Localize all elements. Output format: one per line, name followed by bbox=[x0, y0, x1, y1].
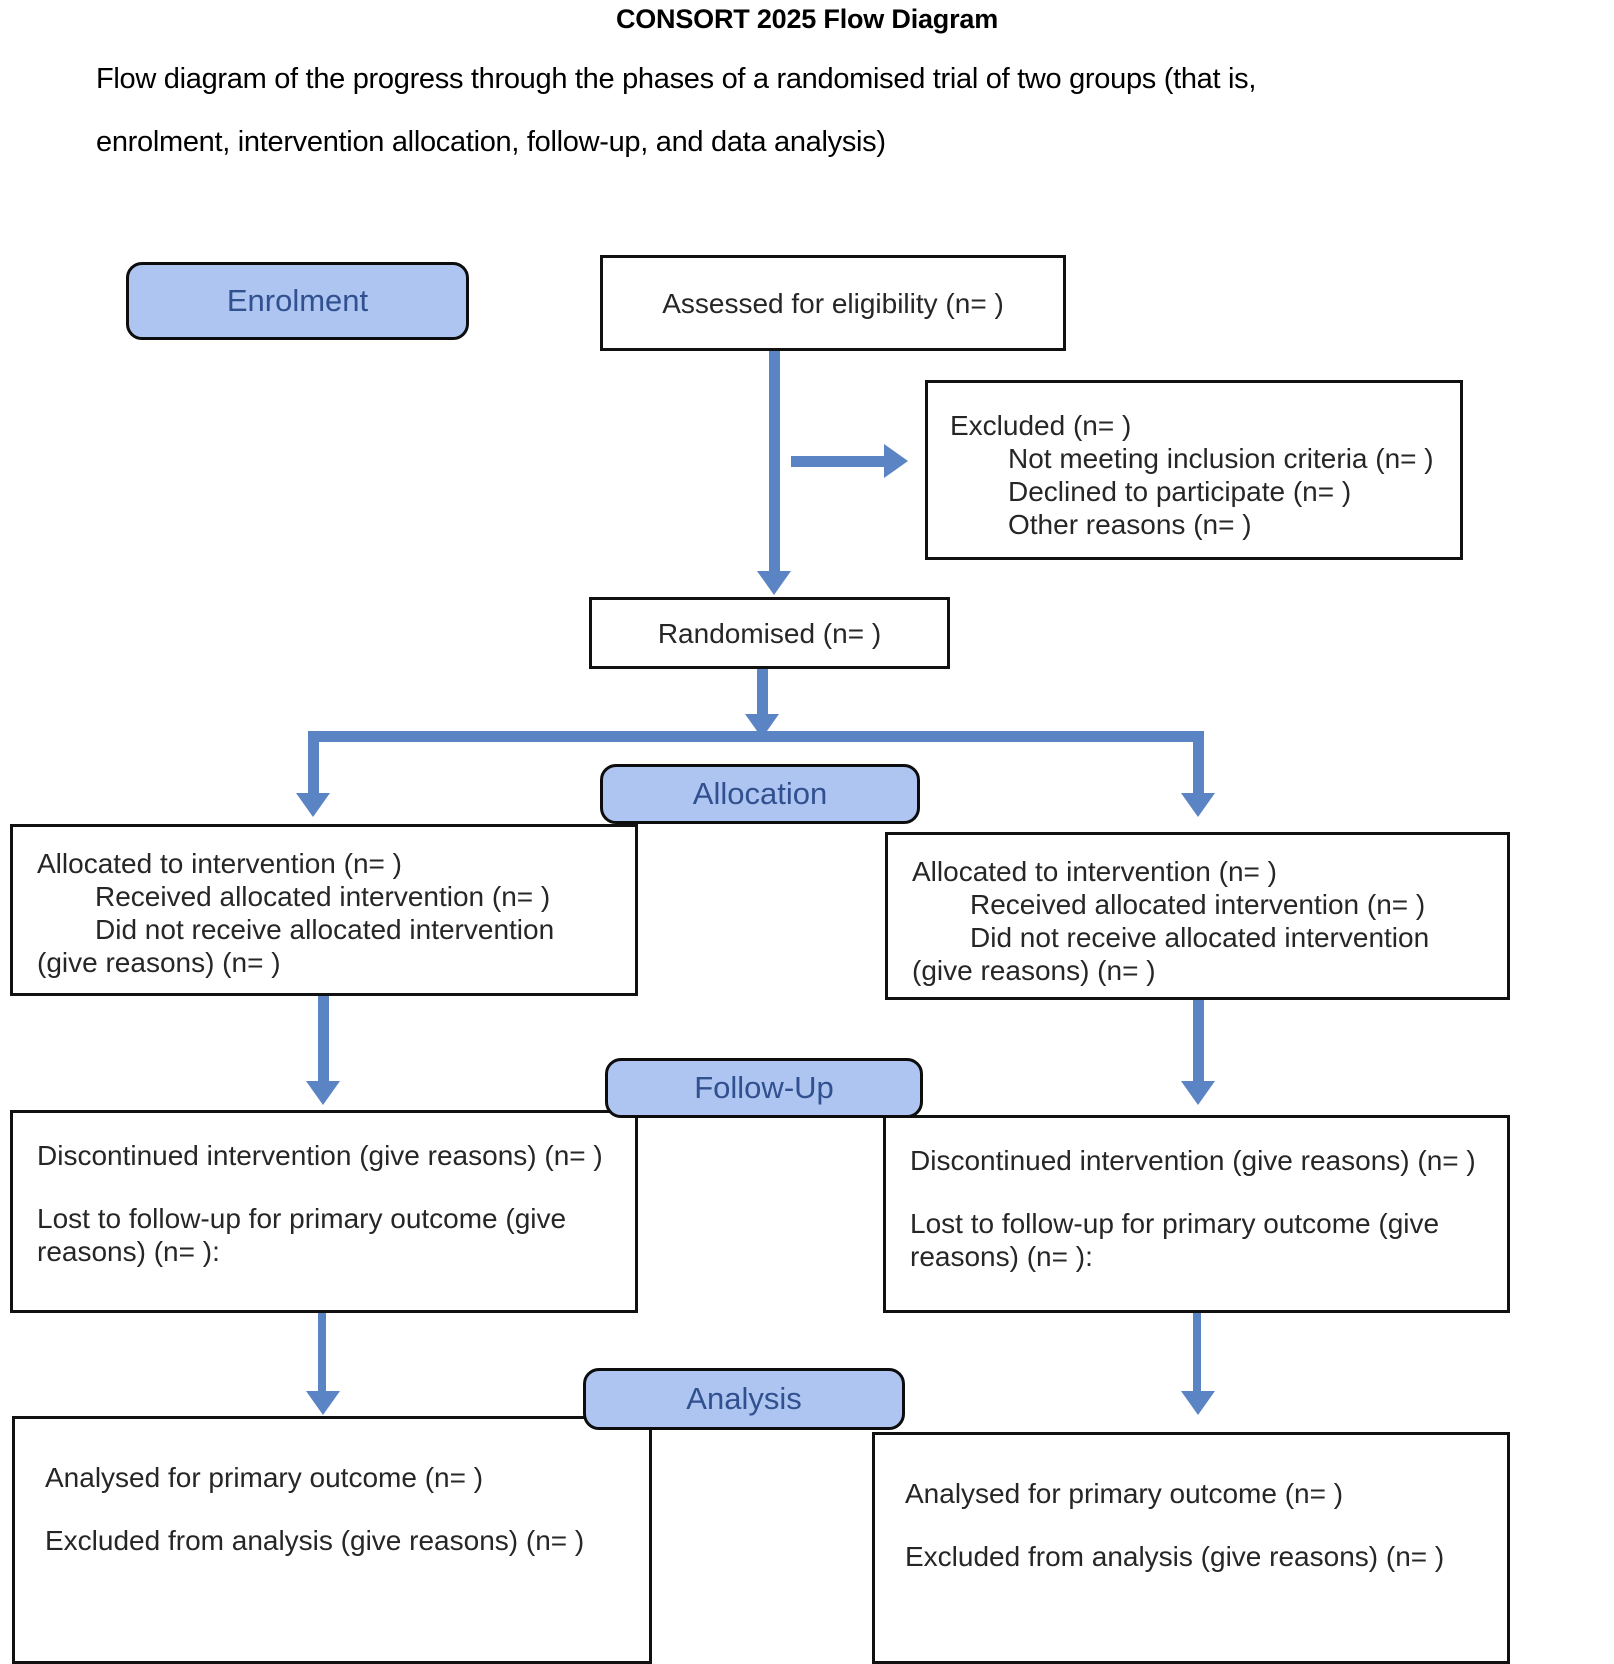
allocation-left-sub-2: Did not receive allocated intervention bbox=[95, 914, 555, 945]
arrowhead-analysis-right bbox=[1181, 1391, 1215, 1415]
followup-right-line-2: Lost to follow-up for primary outcome (g… bbox=[910, 1208, 1440, 1239]
page-subtitle: Flow diagram of the progress through the… bbox=[96, 48, 1436, 174]
connector-randomised-stem bbox=[757, 669, 768, 722]
followup-right-line-1: Discontinued intervention (give reasons)… bbox=[910, 1145, 1476, 1176]
allocation-left-sub-3: (give reasons) (n= ) bbox=[37, 947, 281, 978]
box-randomised[interactable]: Randomised (n= ) bbox=[589, 597, 950, 669]
arrowhead-assessed-to-randomised bbox=[757, 571, 791, 595]
analysis-left-line-2: Excluded from analysis (give reasons) (n… bbox=[45, 1525, 585, 1556]
followup-right-line-3: reasons) (n= ): bbox=[910, 1241, 1093, 1272]
analysis-right-line-1: Analysed for primary outcome (n= ) bbox=[905, 1478, 1344, 1509]
phase-badge-analysis[interactable]: Analysis bbox=[583, 1368, 905, 1430]
box-excluded[interactable]: Excluded (n= ) Not meeting inclusion cri… bbox=[925, 380, 1463, 560]
arrowhead-allocation-right bbox=[1181, 793, 1215, 817]
allocation-right-sub-3: (give reasons) (n= ) bbox=[912, 955, 1156, 986]
excluded-reason-1: Not meeting inclusion criteria (n= ) bbox=[1008, 443, 1434, 474]
arrowhead-followup-right bbox=[1181, 1081, 1215, 1105]
excluded-reason-2: Declined to participate (n= ) bbox=[1008, 476, 1352, 507]
arrowhead-allocation-left bbox=[296, 793, 330, 817]
allocation-right-sub-1: Received allocated intervention (n= ) bbox=[970, 889, 1426, 920]
connector-allocation-right-drop bbox=[1193, 731, 1204, 801]
arrowhead-analysis-left bbox=[306, 1391, 340, 1415]
connector-allocation-left-drop bbox=[308, 731, 319, 801]
connector-assessed-to-excluded bbox=[791, 456, 891, 467]
box-followup-left[interactable]: Discontinued intervention (give reasons)… bbox=[10, 1110, 638, 1313]
phase-badge-followup[interactable]: Follow-Up bbox=[605, 1058, 923, 1118]
box-analysis-left[interactable]: Analysed for primary outcome (n= ) Exclu… bbox=[12, 1416, 652, 1664]
arrowhead-followup-left bbox=[306, 1081, 340, 1105]
connector-allocation-right-to-followup bbox=[1193, 1000, 1204, 1084]
connector-followup-left-to-analysis bbox=[318, 1313, 326, 1395]
followup-left-line-3: reasons) (n= ): bbox=[37, 1236, 220, 1267]
allocation-right-sub-2: Did not receive allocated intervention bbox=[970, 922, 1430, 953]
analysis-left-line-1: Analysed for primary outcome (n= ) bbox=[45, 1462, 484, 1493]
excluded-reason-3: Other reasons (n= ) bbox=[1008, 509, 1252, 540]
analysis-right-line-2: Excluded from analysis (give reasons) (n… bbox=[905, 1541, 1445, 1572]
connector-allocation-left-to-followup bbox=[318, 996, 329, 1084]
allocation-left-sub-1: Received allocated intervention (n= ) bbox=[95, 881, 551, 912]
box-allocation-left[interactable]: Allocated to intervention (n= ) Received… bbox=[10, 824, 638, 996]
allocation-right-title: Allocated to intervention (n= ) bbox=[912, 856, 1277, 887]
phase-badge-allocation[interactable]: Allocation bbox=[600, 764, 920, 824]
arrowhead-assessed-to-excluded bbox=[884, 444, 908, 478]
subtitle-line-2: enrolment, intervention allocation, foll… bbox=[96, 126, 886, 158]
followup-left-line-2: Lost to follow-up for primary outcome (g… bbox=[37, 1203, 567, 1234]
connector-allocation-bus bbox=[308, 731, 1204, 742]
box-analysis-right[interactable]: Analysed for primary outcome (n= ) Exclu… bbox=[872, 1432, 1510, 1664]
connector-assessed-to-randomised bbox=[769, 351, 780, 578]
phase-badge-enrolment[interactable]: Enrolment bbox=[126, 262, 469, 340]
allocation-left-title: Allocated to intervention (n= ) bbox=[37, 848, 402, 879]
box-followup-right[interactable]: Discontinued intervention (give reasons)… bbox=[883, 1115, 1510, 1313]
followup-left-line-1: Discontinued intervention (give reasons)… bbox=[37, 1140, 603, 1171]
box-allocation-right[interactable]: Allocated to intervention (n= ) Received… bbox=[885, 832, 1510, 1000]
subtitle-line-1: Flow diagram of the progress through the… bbox=[96, 63, 1257, 95]
page-title: CONSORT 2025 Flow Diagram bbox=[615, 4, 999, 34]
connector-followup-right-to-analysis bbox=[1193, 1313, 1201, 1395]
excluded-title: Excluded (n= ) bbox=[950, 410, 1132, 441]
box-assessed-for-eligibility[interactable]: Assessed for eligibility (n= ) bbox=[600, 255, 1066, 351]
